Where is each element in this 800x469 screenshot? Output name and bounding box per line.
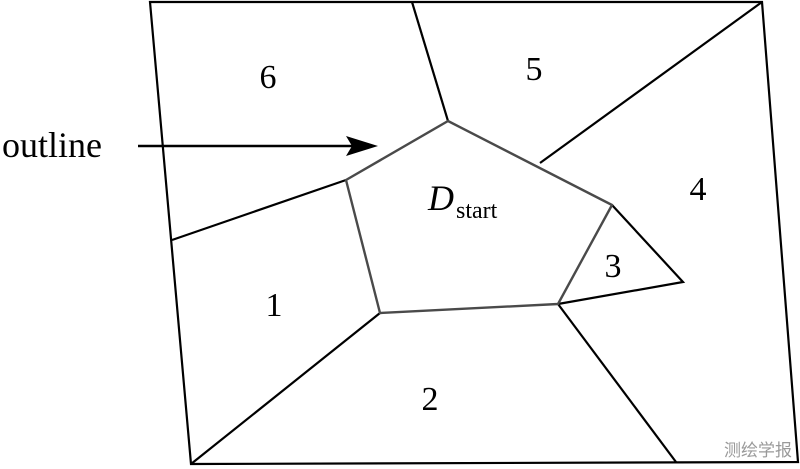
start-region-label-main: D — [427, 178, 454, 218]
edge-3-4 — [557, 204, 686, 306]
region-label-1: 1 — [266, 287, 283, 324]
region-label-6: 6 — [260, 59, 277, 96]
region-label-5: 5 — [526, 51, 543, 88]
outer-boundary — [148, 0, 800, 466]
edge-1-2 — [190, 312, 381, 465]
outline-label: outline — [2, 125, 102, 165]
region-label-4: 4 — [690, 171, 707, 208]
edge-6-5 — [410, 1, 450, 122]
journal-watermark: 测绘学报 — [724, 441, 792, 461]
start-region-label: Dstart — [427, 178, 498, 224]
edge-5-4 — [539, 1, 763, 164]
start-region-label-sub: start — [456, 198, 498, 224]
edge-6-1 — [171, 178, 347, 242]
outline-arrow-head — [346, 136, 378, 156]
region-label-3: 3 — [605, 248, 622, 285]
edge-2-4 — [557, 303, 677, 463]
start-region-outline — [344, 119, 614, 315]
region-label-2: 2 — [422, 381, 439, 418]
